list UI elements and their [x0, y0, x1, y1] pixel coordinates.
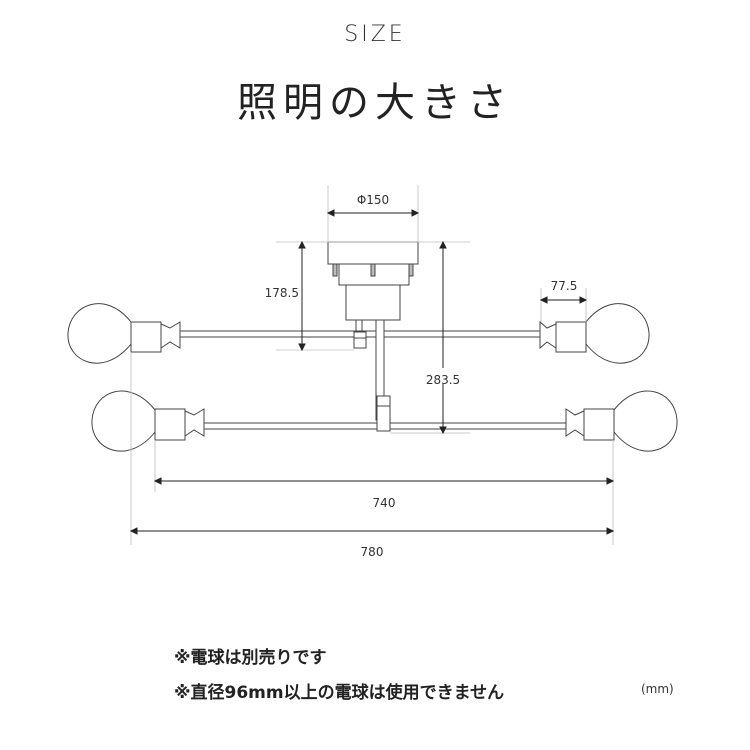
upper-arm-height-label: 178.5 [265, 286, 299, 300]
ceiling-canopy [327, 241, 419, 321]
section-subtitle: SIZE [344, 22, 406, 47]
lower-arm [91, 390, 678, 452]
canopy-diameter-label: Φ150 [357, 193, 389, 207]
extension-lines [130, 185, 614, 545]
page-title: 照明の大きさ [237, 80, 513, 126]
upper-arm [67, 303, 650, 421]
total-height-label: 283.5 [426, 373, 460, 387]
bulb-lower-left [91, 390, 156, 452]
bulb-upper-left [67, 303, 132, 364]
socket-lower-left [154, 408, 186, 441]
dimension-arrows [129, 209, 615, 535]
socket-upper-left [130, 321, 162, 353]
socket-upper-right [555, 321, 587, 353]
note-bulb-sold-separately: ※電球は別売りです [174, 648, 327, 668]
socket-length-label: 77.5 [551, 279, 578, 293]
bulb-lower-right [613, 390, 678, 452]
inner-width-label: 740 [373, 496, 396, 510]
unit-label: (mm) [641, 682, 674, 696]
total-width-label: 780 [361, 545, 384, 559]
note-bulb-size-limit: ※直径96mm以上の電球は使用できません [174, 683, 505, 703]
bulb-upper-right [585, 303, 650, 364]
socket-lower-right [583, 408, 615, 441]
